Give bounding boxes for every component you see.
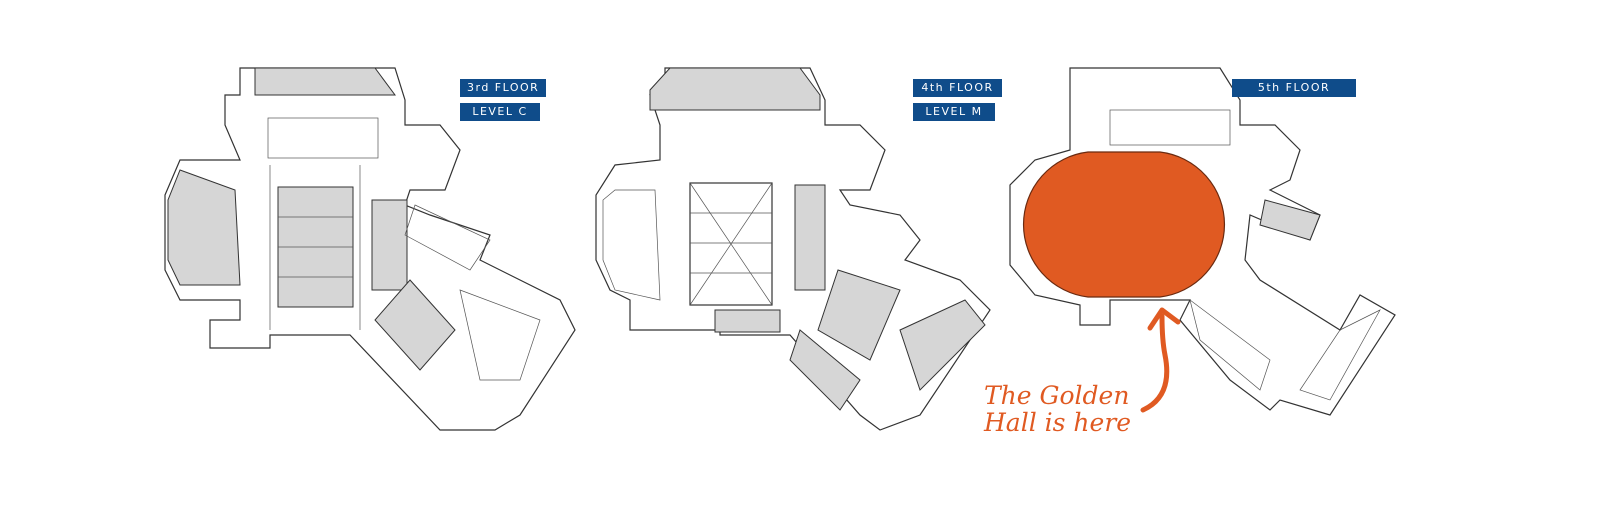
floor-plan-4th xyxy=(595,67,991,431)
callout-arrow xyxy=(1140,313,1170,413)
floor-label-4th: 4th FLOOR xyxy=(913,79,1002,97)
floor-label-5th: 5th FLOOR xyxy=(1232,79,1356,97)
arrow-head-icon xyxy=(1147,307,1181,331)
level-label-m: LEVEL M xyxy=(913,103,995,121)
golden-hall-callout: The Golden Hall is here xyxy=(984,382,1131,436)
floor-plan-5th xyxy=(1009,67,1396,416)
golden-hall-highlight[interactable] xyxy=(1022,151,1226,298)
floor-label-3rd: 3rd FLOOR xyxy=(460,79,547,97)
callout-line-2: Hall is here xyxy=(984,408,1132,437)
floor-plan-3rd xyxy=(164,67,576,431)
level-label-c: LEVEL C xyxy=(460,103,540,121)
callout-line-1: The Golden xyxy=(984,381,1130,410)
